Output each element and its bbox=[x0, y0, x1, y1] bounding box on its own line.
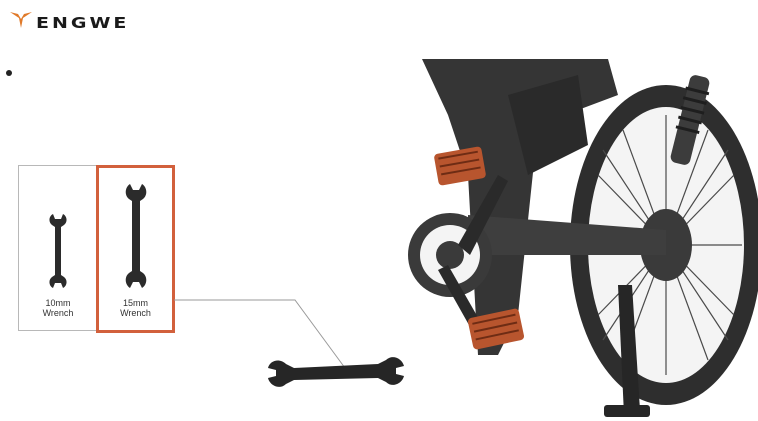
floor-wrench-icon bbox=[266, 352, 406, 392]
kickstand-foot bbox=[604, 405, 650, 417]
ebike-rear-illustration bbox=[408, 55, 758, 421]
